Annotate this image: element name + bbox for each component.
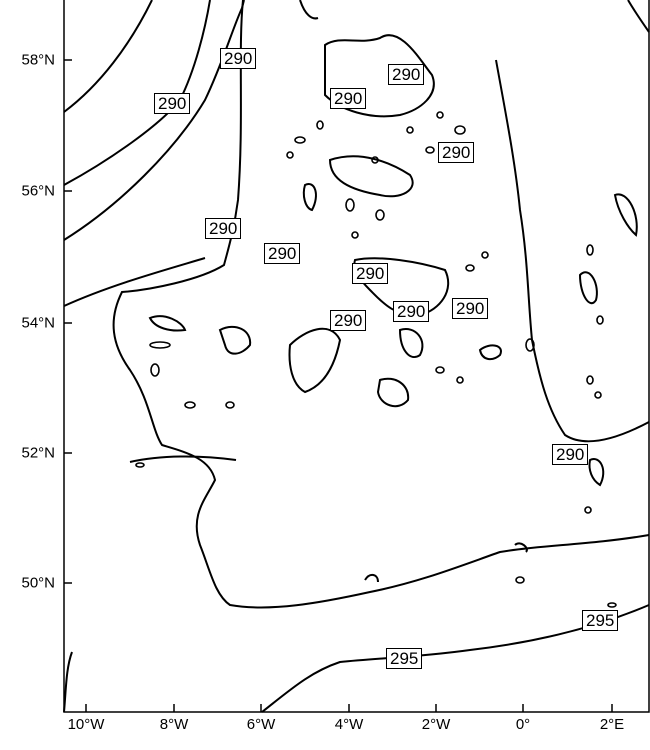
contour-line <box>376 377 410 408</box>
contour-label: 290 <box>205 218 242 239</box>
x-tick-label: 6°W <box>246 716 276 733</box>
contour-label: 290 <box>452 298 489 319</box>
contour-line <box>478 344 502 361</box>
x-tick-label: 2°E <box>599 716 625 733</box>
contour-label: 290 <box>438 142 475 163</box>
contour-line <box>63 651 73 713</box>
contour-line <box>495 59 650 443</box>
contour-label: 295 <box>386 648 423 669</box>
x-tick-label: 4°W <box>334 716 364 733</box>
contour-line <box>63 257 206 307</box>
contour-line <box>261 604 650 713</box>
contour-label: 290 <box>388 64 425 85</box>
contour-line <box>328 155 414 198</box>
contour-line <box>63 0 153 113</box>
y-tick-label: 54°N <box>21 314 55 332</box>
contour-label: 295 <box>582 610 619 631</box>
y-tick-label: 58°N <box>21 51 55 69</box>
contour-line <box>288 327 342 394</box>
contour-line <box>627 0 650 33</box>
contour-line <box>129 455 237 463</box>
contour-line <box>514 542 528 553</box>
x-tick-label: 10°W <box>67 716 105 733</box>
contour-label: 290 <box>220 48 257 69</box>
contour-line <box>112 0 650 609</box>
contour-line <box>148 315 187 332</box>
contour-label: 290 <box>552 444 589 465</box>
y-tick-label: 52°N <box>21 444 55 462</box>
contour-line <box>578 271 598 305</box>
plot-frame <box>63 0 650 713</box>
contour-label: 290 <box>393 301 430 322</box>
contour-line <box>302 183 317 212</box>
contour-line <box>63 0 245 241</box>
contour-line <box>218 325 252 355</box>
contour-line <box>398 328 424 358</box>
contour-line <box>364 574 379 583</box>
contour-label: 290 <box>264 243 301 264</box>
x-tick-label: 2°W <box>421 716 451 733</box>
contour-line <box>324 34 435 118</box>
contour-label: 290 <box>352 263 389 284</box>
x-tick-label: 8°W <box>159 716 189 733</box>
y-tick-label: 56°N <box>21 182 55 200</box>
contour-line <box>613 193 638 237</box>
x-tick-label: 0° <box>515 716 531 733</box>
y-tick-label: 50°N <box>21 574 55 592</box>
contour-label: 290 <box>154 93 191 114</box>
contour-label: 290 <box>330 88 367 109</box>
contour-line <box>299 0 319 20</box>
contour-line <box>588 458 605 487</box>
contour-label: 290 <box>330 310 367 331</box>
